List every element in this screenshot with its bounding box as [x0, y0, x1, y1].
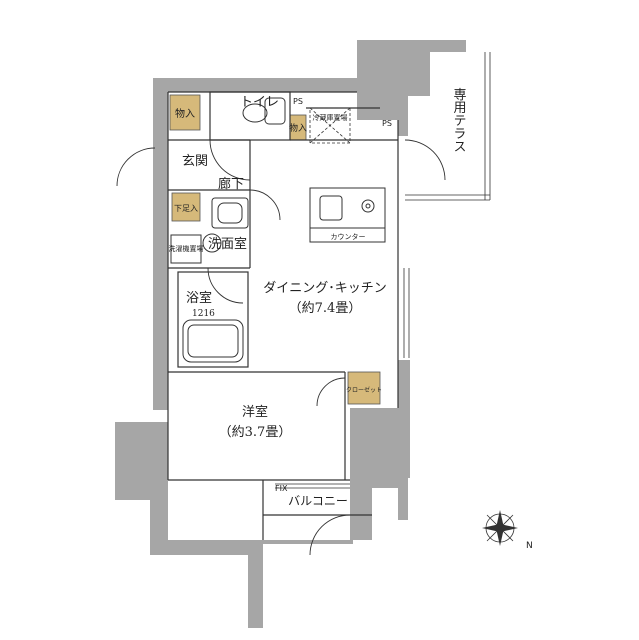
- walls: [115, 40, 466, 628]
- windows: [275, 268, 410, 489]
- terrace-fence: [405, 52, 491, 201]
- label-washer-space: 洗濯機置場: [169, 244, 204, 253]
- interior-walls: [167, 91, 399, 540]
- fridge-space: [309, 107, 351, 144]
- label-storage-1: 物入: [175, 107, 195, 120]
- label-balcony: バルコニー: [288, 494, 348, 508]
- label-hallway: 廊下: [218, 176, 244, 192]
- label-washroom: 洗面室: [208, 236, 247, 252]
- label-closet: クローゼット: [346, 386, 382, 394]
- label-toilet: トイレ: [240, 95, 279, 110]
- label-counter: カウンター: [331, 232, 366, 241]
- label-ps-1: PS: [293, 97, 303, 106]
- kitchen-fixtures: [309, 187, 386, 243]
- shoe-box: [171, 192, 201, 222]
- label-bathroom: 浴室: [186, 290, 212, 306]
- label-dining-kitchen: ダイニング･キッチン: [263, 281, 387, 296]
- label-private-terrace: 専用テラス: [451, 88, 467, 153]
- label-fridge-space: 冷蔵庫置場: [313, 113, 348, 122]
- storage-areas: [169, 94, 381, 405]
- label-dining-kitchen-size: （約7.4畳）: [289, 301, 362, 316]
- storage-box-1: [169, 94, 201, 131]
- toilet-fixture: [242, 97, 286, 125]
- label-shoe-box: 下足入: [174, 204, 198, 213]
- bathtub: [182, 319, 244, 363]
- wash-basin: [170, 197, 249, 264]
- label-ps-2: PS: [382, 119, 392, 128]
- label-entrance: 玄関: [182, 154, 208, 169]
- label-western-room-size: （約3.7畳）: [219, 425, 292, 440]
- label-bathroom-size: 1216: [192, 309, 215, 319]
- label-western-room: 洋室: [242, 404, 268, 420]
- label-fix: FIX: [275, 484, 288, 493]
- compass-label: N: [526, 541, 533, 551]
- label-storage-2: 物入: [289, 122, 307, 134]
- closet-box: [347, 371, 381, 405]
- compass: [482, 510, 518, 546]
- doors: [116, 139, 446, 556]
